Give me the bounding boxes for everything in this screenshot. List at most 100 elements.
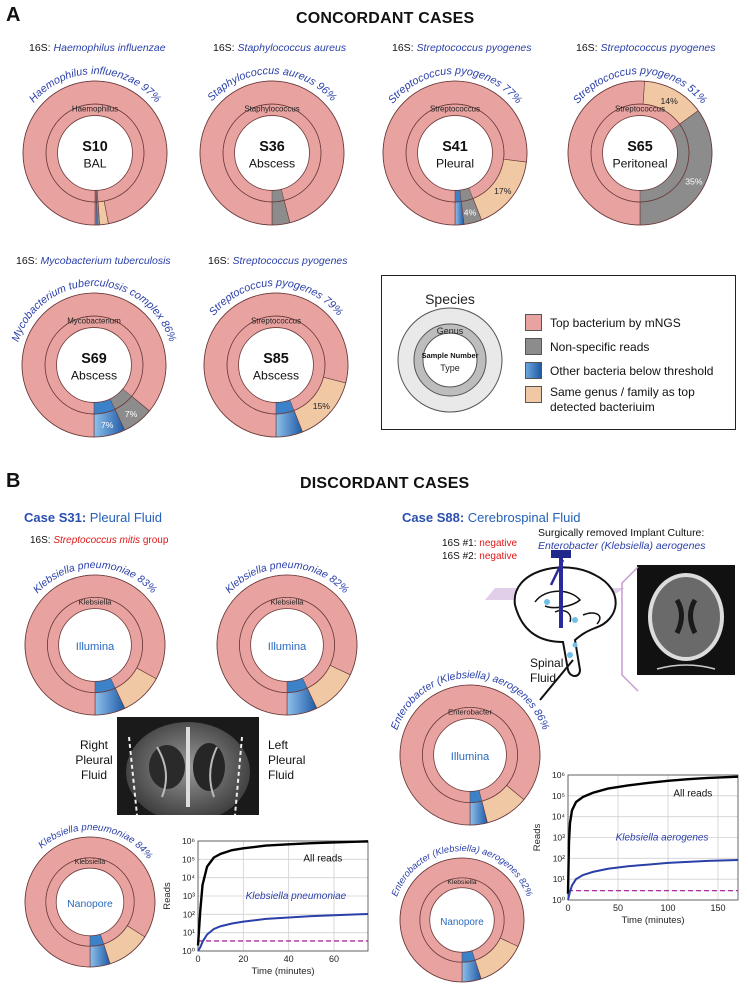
s16-label-s85: 16S: Streptococcus pyogenes (208, 255, 348, 267)
donut-sample-label: S85 (263, 351, 289, 367)
y-axis-label: Reads (162, 882, 173, 910)
panel-b-letter: B (6, 470, 21, 492)
chest-ct-graphic (117, 717, 259, 815)
series-label-all-reads: All reads (673, 789, 712, 800)
donut-type-label: Abscess (253, 368, 299, 382)
donut-genus-label: Streptococcus (430, 105, 480, 114)
plot-frame (567, 774, 739, 901)
y-tick-label: 10⁰ (552, 895, 565, 905)
donut-platform-label: Illumina (76, 641, 115, 653)
donut-sample-label: S65 (627, 139, 653, 155)
x-tick-label: 60 (329, 954, 339, 964)
donut-percent-same_genus: 17% (494, 186, 512, 196)
donut-center (57, 115, 133, 191)
donut-percent-nonspecific: 35% (685, 176, 703, 186)
donut-platform-label: Nanopore (67, 899, 113, 910)
donut-chart-s41: StreptococcusS41Pleural4%17%Streptococcu… (382, 65, 528, 226)
implant-title: Surgically removed Implant Culture: (538, 527, 705, 539)
panel-b-title: DISCORDANT CASES (300, 475, 470, 492)
legend-item-same-genus: Same genus / family as top detected bact… (525, 385, 725, 415)
brain-schematic (485, 550, 625, 701)
y-tick-label: 10² (553, 853, 565, 863)
legend-box: Species Genus Sample Number Type Top bac… (381, 275, 736, 430)
donut-mid-edge (44, 315, 144, 415)
donut-outer-edge (216, 574, 358, 716)
legend-type-text: Type (440, 363, 460, 373)
x-tick-label: 0 (195, 954, 200, 964)
legend-genus-text: Genus (437, 326, 464, 336)
x-tick-label: 40 (284, 954, 294, 964)
donut-genus-label: Klebsiella (79, 598, 113, 607)
donut-outer-edge (382, 80, 528, 226)
donut-genus-label: Mycobacterium (67, 317, 121, 326)
donut-mid-edge (238, 597, 335, 694)
donut-mid-edge (590, 103, 690, 203)
series-line-target (197, 912, 369, 952)
s16-label-s10: 16S: Haemophilus influenzae (29, 42, 166, 54)
donut-percent-nonspecific: 4% (464, 208, 477, 218)
case-s31-title: Case S31: Pleural Fluid (24, 510, 163, 525)
donut-chart-s85: StreptococcusS85Abscess15%Streptococcus … (203, 277, 349, 438)
y-tick-label: 10⁵ (552, 791, 565, 801)
donut-center (56, 327, 132, 403)
legend-item-nonspecific: Non-specific reads (525, 338, 649, 355)
donut-genus-label: Staphylococcus (244, 105, 299, 114)
donut-type-label: Abscess (71, 368, 117, 382)
series-label-target: Klebsiella pneumoniae (246, 891, 347, 902)
donut-outer-edge (567, 80, 713, 226)
donut-mid-edge (421, 707, 518, 804)
donut-center (55, 867, 125, 937)
y-tick-label: 10¹ (553, 874, 565, 884)
series-label-all-reads: All reads (303, 853, 342, 864)
donut-type-label: Abscess (249, 156, 295, 170)
legend-label-same-genus: Same genus / family as top detected bact… (550, 385, 695, 414)
s16-label-s65: 16S: Streptococcus pyogenes (576, 42, 716, 54)
x-tick-label: 20 (238, 954, 248, 964)
donut-chart-s65: StreptococcusS65Peritoneal35%14%Streptoc… (567, 65, 713, 226)
donut-sample-label: S36 (259, 139, 285, 155)
x-axis-label: Time (minutes) (252, 966, 315, 977)
x-tick-label: 50 (613, 903, 623, 913)
s16-label-s36: 16S: Staphylococcus aureus (213, 42, 347, 54)
legend-species-text: Species (425, 291, 475, 307)
series-label-target: Klebsiella aerogenes (616, 833, 709, 844)
donut-center (234, 115, 310, 191)
donut-center (417, 115, 493, 191)
donut-outer-edge (203, 292, 349, 438)
donut-mid-edge (405, 103, 505, 203)
donut-outer-edge (22, 80, 168, 226)
s16-label-s69: 16S: Mycobacterium tuberculosis (16, 255, 171, 267)
legend-label-top: Top bacterium by mNGS (550, 315, 681, 330)
donut-chart-s69: MycobacteriumS69Abscess7%7%Mycobacterium… (10, 277, 178, 438)
donut-center (429, 887, 495, 953)
donut-genus-label: Klebsiella (75, 858, 106, 866)
panel-a-letter: A (6, 4, 21, 26)
donut-center (433, 718, 507, 792)
legend-item-other: Other bacteria below threshold (525, 362, 713, 379)
donut-mid-edge (226, 315, 326, 415)
donut-outer-edge (399, 684, 541, 826)
donut-center (602, 115, 678, 191)
donut-genus-label: Klebsiella (447, 879, 476, 886)
y-tick-label: 10⁴ (182, 873, 195, 883)
donut-center (238, 327, 314, 403)
x-tick-label: 150 (710, 903, 725, 913)
plot-frame (197, 840, 369, 952)
legend-swatch-other (525, 362, 542, 379)
donut-percent-same_genus: 15% (313, 401, 331, 411)
legend-swatch-same-genus (525, 386, 542, 403)
series-line-all-reads (196, 840, 369, 946)
donut-outer-edge (24, 836, 156, 968)
x-axis-label: Time (minutes) (622, 915, 685, 926)
implant-organism: Enterobacter (Klebsiella) aerogenes (538, 540, 706, 552)
donut-percent-same_genus: 14% (661, 96, 679, 106)
chest-ct-image (117, 717, 259, 815)
legend-label-nonspecific: Non-specific reads (550, 339, 650, 354)
case-s88-title: Case S88: Cerebrospinal Fluid (402, 510, 581, 525)
